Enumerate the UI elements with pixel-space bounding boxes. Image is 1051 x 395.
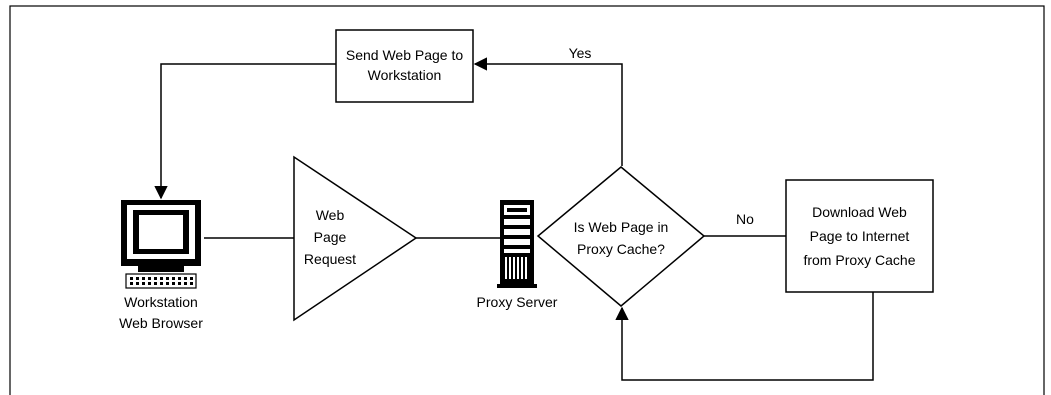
workstation-label-line2: Web Browser bbox=[119, 315, 203, 331]
send-box-line1: Send Web Page to bbox=[346, 47, 463, 63]
send-web-page-box bbox=[335, 29, 474, 103]
download-line3: from Proxy Cache bbox=[803, 252, 915, 268]
decision-line2: Proxy Cache? bbox=[577, 241, 665, 257]
download-web-page-box bbox=[785, 179, 934, 293]
proxy-server-icon bbox=[497, 200, 537, 288]
yes-label: Yes bbox=[569, 45, 592, 61]
download-line1: Download Web bbox=[812, 204, 907, 220]
workstation-label-line1: Workstation bbox=[124, 294, 198, 310]
workstation-computer-icon bbox=[121, 200, 201, 289]
request-line3: Request bbox=[304, 251, 356, 267]
send-box-line2: Workstation bbox=[368, 67, 442, 83]
diagram-frame bbox=[9, 5, 1045, 395]
request-line2: Page bbox=[314, 229, 347, 245]
no-label: No bbox=[736, 211, 754, 227]
web-page-request-triangle bbox=[293, 155, 418, 322]
request-line1: Web bbox=[316, 207, 345, 223]
connector-send-to-workstation bbox=[154, 63, 336, 200]
download-line2: Page to Internet bbox=[810, 228, 910, 244]
decision-line1: Is Web Page in bbox=[574, 219, 669, 235]
connector-download-to-decision bbox=[615, 292, 874, 381]
connector-decision-to-send bbox=[473, 57, 623, 166]
decision-diamond bbox=[536, 166, 706, 307]
proxy-server-label: Proxy Server bbox=[477, 294, 558, 310]
